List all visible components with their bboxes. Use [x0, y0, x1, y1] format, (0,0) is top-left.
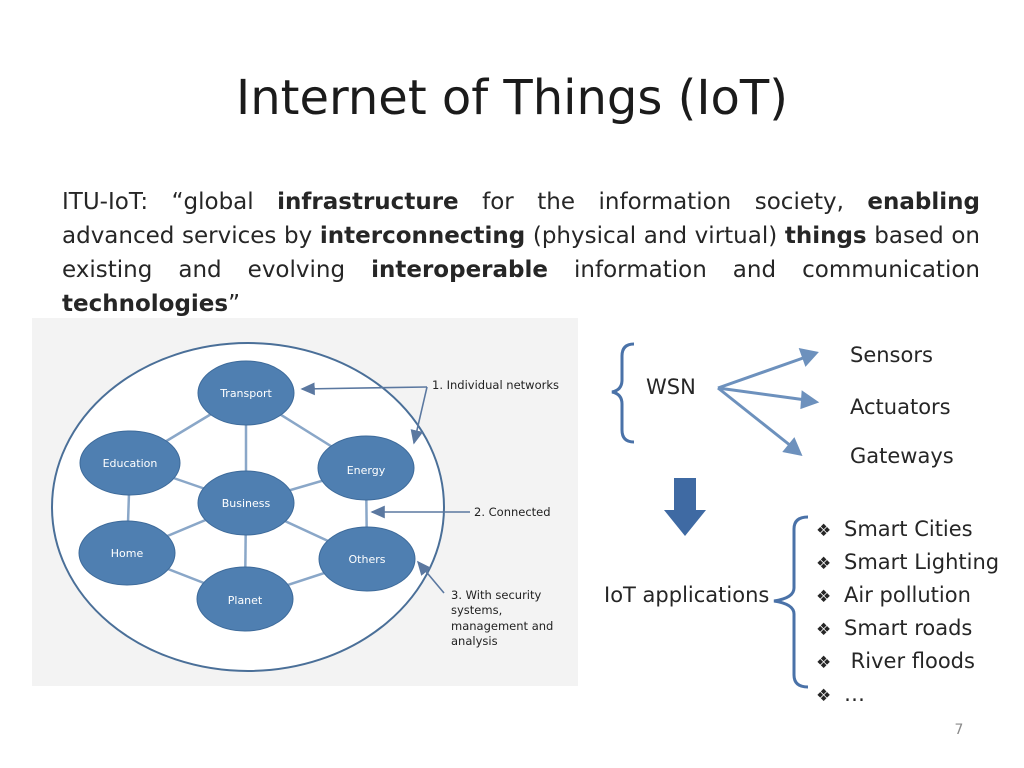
down-arrow-icon [664, 478, 706, 536]
diamond-bullet-icon: ❖ [816, 686, 832, 706]
iot-applications-list: ❖ Smart Cities ❖ Smart Lighting ❖ Air polluti… [816, 514, 999, 712]
node-energy: Energy [317, 435, 415, 501]
node-energy-label: Energy [347, 464, 386, 477]
iot-application-item: ❖ Smart Lighting [816, 547, 999, 580]
annotation-individual-networks: 1. Individual networks [432, 378, 559, 392]
iot-network-diagram: Transport Education Energy Business Home… [32, 318, 578, 686]
iot-application-label: Smart Cities [844, 517, 973, 541]
diamond-bullet-icon: ❖ [816, 554, 832, 574]
diamond-bullet-icon: ❖ [816, 653, 832, 673]
definition-keyword: things [784, 223, 867, 249]
diamond-bullet-icon: ❖ [816, 587, 832, 607]
node-others: Others [318, 526, 416, 592]
definition-keyword: interconnecting [319, 223, 526, 249]
itu-iot-definition: ITU-IoT: “global infrastructure for the … [62, 185, 980, 321]
node-planet: Planet [196, 566, 294, 632]
iot-application-label: … [844, 682, 865, 706]
page-number: 7 [954, 722, 964, 738]
iot-applications-label: IoT applications [604, 583, 770, 607]
node-home-label: Home [111, 547, 144, 560]
definition-keyword: infrastructure [277, 189, 459, 215]
node-business-label: Business [222, 497, 271, 510]
diagram-svg: Transport Education Energy Business Home… [51, 342, 559, 672]
definition-keyword: interoperable [371, 257, 548, 283]
iot-application-item: ❖ River floods [816, 646, 999, 679]
definition-text: ” [228, 291, 241, 317]
node-planet-label: Planet [228, 594, 263, 607]
annotation-connected: 2. Connected [474, 505, 551, 519]
diamond-bullet-icon: ❖ [816, 620, 832, 640]
annotation-arrows [300, 382, 470, 594]
iot-application-item: ❖ Smart roads [816, 613, 999, 646]
node-education-label: Education [103, 457, 158, 470]
definition-text: for the information society, [458, 189, 868, 215]
iot-application-label: River floods [844, 649, 975, 673]
definition-keyword: technologies [62, 291, 229, 317]
node-others-label: Others [349, 553, 386, 566]
iot-application-label: Smart roads [844, 616, 973, 640]
node-education: Education [79, 430, 181, 496]
diamond-bullet-icon: ❖ [816, 521, 832, 541]
definition-text: information and communication [547, 257, 980, 283]
slide-title: Internet of Things (IoT) [236, 70, 788, 126]
definition-text: ITU-IoT: “global [62, 189, 278, 215]
wsn-target-actuators: Actuators [850, 395, 951, 419]
annotation-security-line-3: management and [451, 619, 553, 633]
definition-text: based on existing and evolving [62, 223, 980, 283]
node-home: Home [78, 520, 176, 586]
wsn-target-sensors: Sensors [850, 343, 933, 367]
definition-keyword: enabling [867, 189, 980, 215]
iot-application-item: ❖ Air pollution [816, 580, 999, 613]
annotation-security-line-2: systems, [451, 603, 502, 617]
definition-text: (physical and virtual) [525, 223, 785, 249]
node-business: Business [197, 470, 295, 536]
definition-text: advanced services by [62, 223, 320, 249]
wsn-arrows [717, 348, 820, 457]
wsn-label: WSN [646, 375, 696, 399]
iot-application-item: ❖… [816, 679, 999, 712]
node-transport-label: Transport [219, 387, 272, 400]
iot-application-item: ❖ Smart Cities [816, 514, 999, 547]
apps-bracket [773, 515, 809, 689]
iot-application-label: Air pollution [844, 583, 971, 607]
wsn-target-gateways: Gateways [850, 444, 954, 468]
wsn-bracket [611, 342, 635, 444]
annotation-security-line-1: 3. With security [451, 588, 542, 602]
node-transport: Transport [197, 360, 295, 426]
iot-application-label: Smart Lighting [844, 550, 1000, 574]
annotation-security-line-4: analysis [451, 634, 498, 648]
